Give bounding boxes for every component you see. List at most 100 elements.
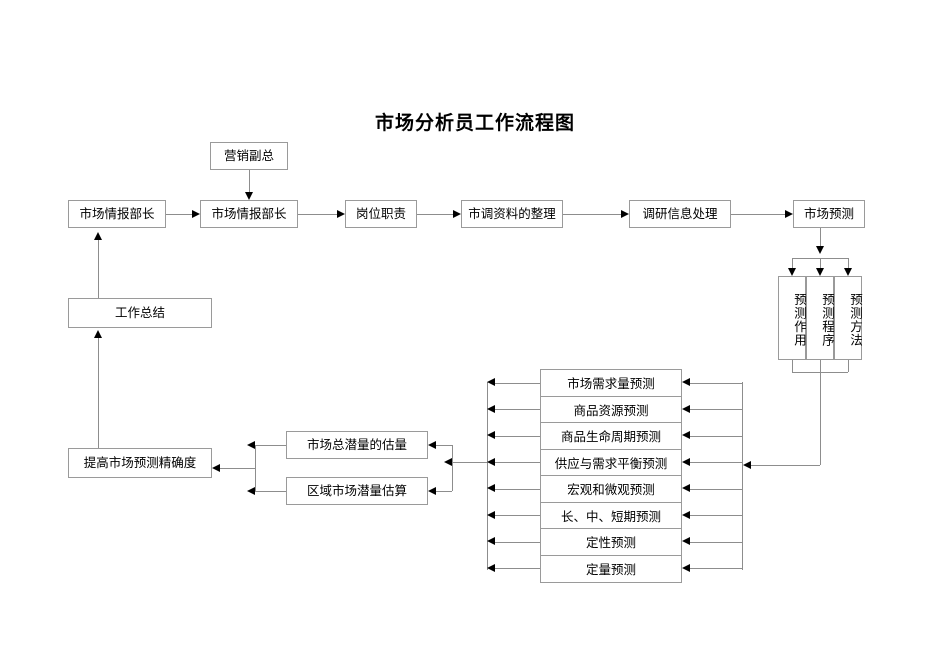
arrowhead-down-vp-to-intel bbox=[244, 192, 253, 200]
connector-surveydata-to-research bbox=[563, 214, 621, 215]
list-left-bus bbox=[487, 382, 488, 570]
forecast-types-list: 市场需求量预测 商品资源预测 商品生命周期预测 供应与需求平衡预测 宏观和微观预… bbox=[540, 369, 682, 583]
node-forecast-procedure[interactable]: 预测程序 bbox=[806, 276, 834, 360]
connector-potential-right-bus bbox=[452, 445, 453, 491]
arrowhead-left-row-4 bbox=[682, 457, 690, 466]
connector-row-3-to-leftbus bbox=[495, 435, 540, 437]
connector-row-8-to-leftbus bbox=[495, 568, 540, 569]
connector-row-7-to-leftbus bbox=[495, 541, 540, 543]
connector-role-down bbox=[792, 360, 793, 372]
arrowhead-down-method bbox=[843, 268, 852, 276]
list-item[interactable]: 定性预测 bbox=[541, 529, 681, 556]
arrowhead-left-row-8 bbox=[682, 563, 690, 572]
connector-rightbus-row-4 bbox=[690, 462, 742, 463]
connector-potential-left-bus bbox=[255, 445, 256, 491]
node-job-duty[interactable]: 岗位职责 bbox=[345, 200, 417, 228]
arrowhead-left-potential-merge bbox=[444, 457, 452, 466]
list-item[interactable]: 定量预测 bbox=[585, 563, 636, 578]
connector-merge-down bbox=[820, 372, 821, 465]
arrowhead-left-out-regional bbox=[247, 486, 255, 495]
connector-totalpotential-out bbox=[255, 445, 286, 446]
node-market-forecast[interactable]: 市场预测 bbox=[793, 200, 865, 228]
node-intel-chief-left[interactable]: 市场情报部长 bbox=[68, 200, 166, 228]
connector-row-1-to-leftbus bbox=[495, 382, 540, 384]
arrowhead-right-jobduty bbox=[337, 209, 345, 218]
connector-split-to-procedure bbox=[820, 258, 821, 268]
page-title: 市场分析员工作流程图 bbox=[374, 113, 575, 134]
arrowhead-right-surveydata bbox=[453, 209, 461, 218]
arrowhead-right-intelleft bbox=[192, 209, 200, 218]
list-right-bus bbox=[742, 382, 743, 570]
arrowhead-down-forecast-split bbox=[815, 246, 824, 254]
node-work-summary[interactable]: 工作总结 bbox=[68, 298, 212, 328]
arrowhead-left-row-7 bbox=[682, 537, 690, 545]
arrowhead-left-row-3 bbox=[682, 431, 690, 439]
connector-to-total-potential bbox=[436, 445, 452, 446]
arrowhead-left-out-total bbox=[247, 440, 255, 449]
connector-method-down bbox=[848, 360, 849, 372]
connector-rightbus-row-3 bbox=[690, 435, 742, 437]
list-item[interactable]: 商品生命周期预测 bbox=[541, 423, 681, 450]
connector-intelmain-to-jobduty bbox=[298, 214, 337, 215]
node-forecast-role[interactable]: 预测作用 bbox=[778, 276, 806, 360]
node-survey-data-organize[interactable]: 市调资料的整理 bbox=[461, 200, 563, 228]
connector-row-4-to-leftbus bbox=[495, 462, 540, 463]
node-intel-chief-main[interactable]: 市场情报部长 bbox=[200, 200, 298, 228]
arrowhead-down-role bbox=[787, 268, 796, 276]
arrowhead-left-into-listbus bbox=[743, 460, 751, 469]
arrowhead-leftbus-row-5 bbox=[487, 484, 495, 492]
arrowhead-left-row-6 bbox=[682, 510, 690, 519]
node-regional-potential[interactable]: 区域市场潜量估算 bbox=[286, 477, 428, 505]
connector-improve-to-summary bbox=[98, 338, 99, 448]
connector-rightbus-row-1 bbox=[690, 382, 742, 384]
arrowhead-leftbus-row-4 bbox=[487, 457, 495, 466]
connector-summary-to-intelleft bbox=[98, 240, 99, 298]
arrowhead-left-row-2 bbox=[682, 404, 690, 413]
connector-leftbus-to-potential-merge bbox=[452, 462, 487, 463]
connector-rightbus-row-7 bbox=[690, 541, 742, 543]
list-item[interactable]: 宏观和微观预测 bbox=[541, 476, 681, 503]
connector-merge-left-to-listbus bbox=[751, 465, 820, 466]
arrowhead-left-row-1 bbox=[682, 378, 690, 386]
node-vp-marketing[interactable]: 营销副总 bbox=[210, 142, 288, 170]
connector-rightbus-row-5 bbox=[690, 488, 742, 490]
connector-jobduty-to-surveydata bbox=[417, 214, 453, 215]
connector-rightbus-row-6 bbox=[690, 515, 742, 516]
node-total-potential[interactable]: 市场总潜量的估量 bbox=[286, 431, 428, 459]
list-item[interactable]: 长、中、短期预测 bbox=[541, 503, 681, 529]
connector-row-2-to-leftbus bbox=[495, 409, 540, 410]
list-item[interactable]: 商品资源预测 bbox=[541, 397, 681, 423]
arrowhead-left-row-5 bbox=[682, 484, 690, 492]
connector-split-to-role bbox=[792, 258, 793, 268]
connector-to-regional-potential bbox=[436, 491, 452, 492]
connector-regionalpotential-out bbox=[255, 491, 286, 492]
node-forecast-method[interactable]: 预测方法 bbox=[834, 276, 862, 360]
arrowhead-down-procedure bbox=[815, 268, 824, 276]
connector-forecast-down bbox=[820, 228, 821, 246]
arrowhead-right-research bbox=[621, 209, 629, 218]
arrowhead-left-total-potential bbox=[428, 440, 436, 449]
connector-row-6-to-leftbus bbox=[495, 515, 540, 516]
arrowhead-right-forecast bbox=[785, 209, 793, 218]
node-improve-accuracy[interactable]: 提高市场预测精确度 bbox=[68, 448, 212, 478]
arrowhead-up-intelleft bbox=[93, 232, 102, 240]
arrowhead-leftbus-row-3 bbox=[487, 431, 495, 439]
connector-split-to-method bbox=[848, 258, 849, 268]
arrowhead-leftbus-row-8 bbox=[487, 563, 495, 572]
connector-row-5-to-leftbus bbox=[495, 488, 540, 490]
connector-intelleft-to-intelmain bbox=[166, 214, 192, 215]
connector-procedure-down bbox=[820, 360, 821, 372]
arrowhead-leftbus-row-7 bbox=[487, 537, 495, 545]
arrowhead-left-regional-potential bbox=[428, 486, 436, 495]
list-item[interactable]: 供应与需求平衡预测 bbox=[541, 450, 681, 476]
list-item[interactable]: 市场需求量预测 bbox=[541, 370, 681, 397]
arrowhead-leftbus-row-6 bbox=[487, 510, 495, 519]
arrowhead-left-improve bbox=[212, 463, 220, 472]
connector-rightbus-row-8 bbox=[690, 568, 742, 569]
node-research-info-process[interactable]: 调研信息处理 bbox=[629, 200, 731, 228]
connector-research-to-forecast bbox=[731, 214, 785, 215]
connector-vp-to-intel bbox=[249, 170, 250, 192]
arrowhead-leftbus-row-1 bbox=[487, 378, 495, 386]
connector-potential-to-improve bbox=[220, 468, 255, 469]
